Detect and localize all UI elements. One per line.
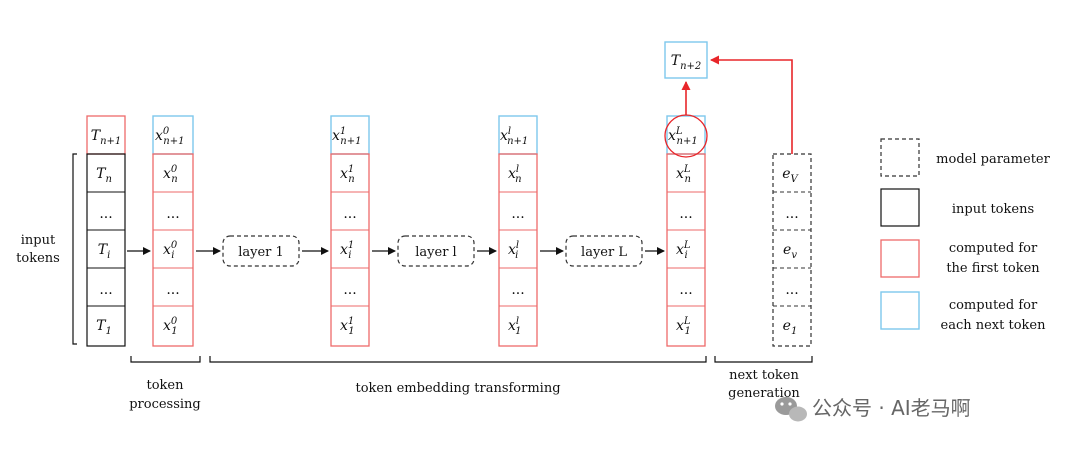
token-dots-1: ... xyxy=(99,206,112,222)
svg-text:xl1: xl1 xyxy=(508,316,521,337)
legend: model parameter input tokens computed fo… xyxy=(880,138,1051,333)
token-top: Tn+1 xyxy=(91,128,122,147)
legend-red-swatch xyxy=(880,239,920,278)
output-token: Tn+2 xyxy=(671,53,702,72)
svg-text:x1n+1: x1n+1 xyxy=(332,126,361,147)
legend-first-token-line1: computed for xyxy=(949,241,1038,256)
token-processing-line1: token xyxy=(147,378,185,393)
token-n: Tn xyxy=(96,166,112,185)
svg-text:...: ... xyxy=(785,206,798,222)
svg-text:x0n: x0n xyxy=(163,164,178,185)
input-token-stack xyxy=(86,153,126,347)
next-token-line2: generation xyxy=(728,386,800,401)
embedding-label: token embedding transforming xyxy=(355,381,560,396)
svg-text:xL1: xL1 xyxy=(676,316,691,337)
svg-text:...: ... xyxy=(679,282,692,298)
svg-text:...: ... xyxy=(166,282,179,298)
layer-1-box xyxy=(222,235,300,267)
input-tokens-label-line2: tokens xyxy=(16,251,60,266)
svg-text:xLn: xLn xyxy=(676,164,691,185)
svg-text:xln: xln xyxy=(508,164,522,185)
svg-text:x0n+1: x0n+1 xyxy=(155,126,184,147)
token-processing-line2: processing xyxy=(129,397,201,412)
token-column: Tn+1 Tn ... Ti ... T1 xyxy=(86,115,126,347)
token-dots-2: ... xyxy=(99,282,112,298)
legend-first-token-line2: the first token xyxy=(946,261,1040,276)
layer-L-label: layer L xyxy=(581,245,627,260)
svg-text:...: ... xyxy=(511,206,524,222)
legend-black-swatch xyxy=(880,188,920,227)
brace-embedding xyxy=(209,356,707,363)
legend-next-token-line1: computed for xyxy=(949,298,1038,313)
red-arrow-vocab xyxy=(710,55,793,154)
svg-text:...: ... xyxy=(166,206,179,222)
watermark: 公众号 · AI老马啊 xyxy=(775,396,971,422)
svg-text:x11: x11 xyxy=(340,316,355,337)
legend-dashed-swatch xyxy=(880,138,920,177)
svg-text:...: ... xyxy=(679,206,692,222)
svg-text:eV: eV xyxy=(782,166,799,185)
next-token-line1: next token xyxy=(729,368,799,383)
token-i: Ti xyxy=(98,242,111,261)
svg-text:xLn+1: xLn+1 xyxy=(668,126,698,147)
legend-blue-swatch xyxy=(880,291,920,330)
svg-text:x01: x01 xyxy=(163,316,178,337)
svg-text:x1i: x1i xyxy=(340,240,354,261)
vocab-column: eV ... ev ... e1 xyxy=(772,153,812,347)
layer-L-box xyxy=(565,235,643,267)
input-bracket xyxy=(72,153,77,345)
watermark-text: 公众号 · AI老马啊 xyxy=(812,396,971,420)
svg-text:xli: xli xyxy=(508,240,519,261)
layer-l-label: layer l xyxy=(415,245,456,260)
svg-text:x0i: x0i xyxy=(163,240,178,261)
token-1: T1 xyxy=(96,318,112,337)
svg-text:x1n: x1n xyxy=(340,164,355,185)
svg-text:...: ... xyxy=(511,282,524,298)
svg-text:xln+1: xln+1 xyxy=(500,126,528,147)
legend-input-tokens: input tokens xyxy=(952,202,1034,217)
svg-text:e1: e1 xyxy=(783,318,798,337)
legend-model-parameter: model parameter xyxy=(936,152,1050,167)
input-tokens-label-line1: input xyxy=(21,233,56,248)
svg-text:...: ... xyxy=(343,206,356,222)
brace-token-processing xyxy=(130,356,201,363)
layer-1-label: layer 1 xyxy=(238,245,284,260)
brace-next-token xyxy=(714,356,813,363)
wechat-icon xyxy=(775,397,807,422)
svg-text:...: ... xyxy=(343,282,356,298)
output-token-box xyxy=(664,41,708,79)
layer-l-box xyxy=(397,235,475,267)
legend-next-token-line2: each next token xyxy=(941,318,1047,333)
svg-text:xLi: xLi xyxy=(676,240,691,261)
svg-text:...: ... xyxy=(785,282,798,298)
svg-text:ev: ev xyxy=(783,242,797,261)
